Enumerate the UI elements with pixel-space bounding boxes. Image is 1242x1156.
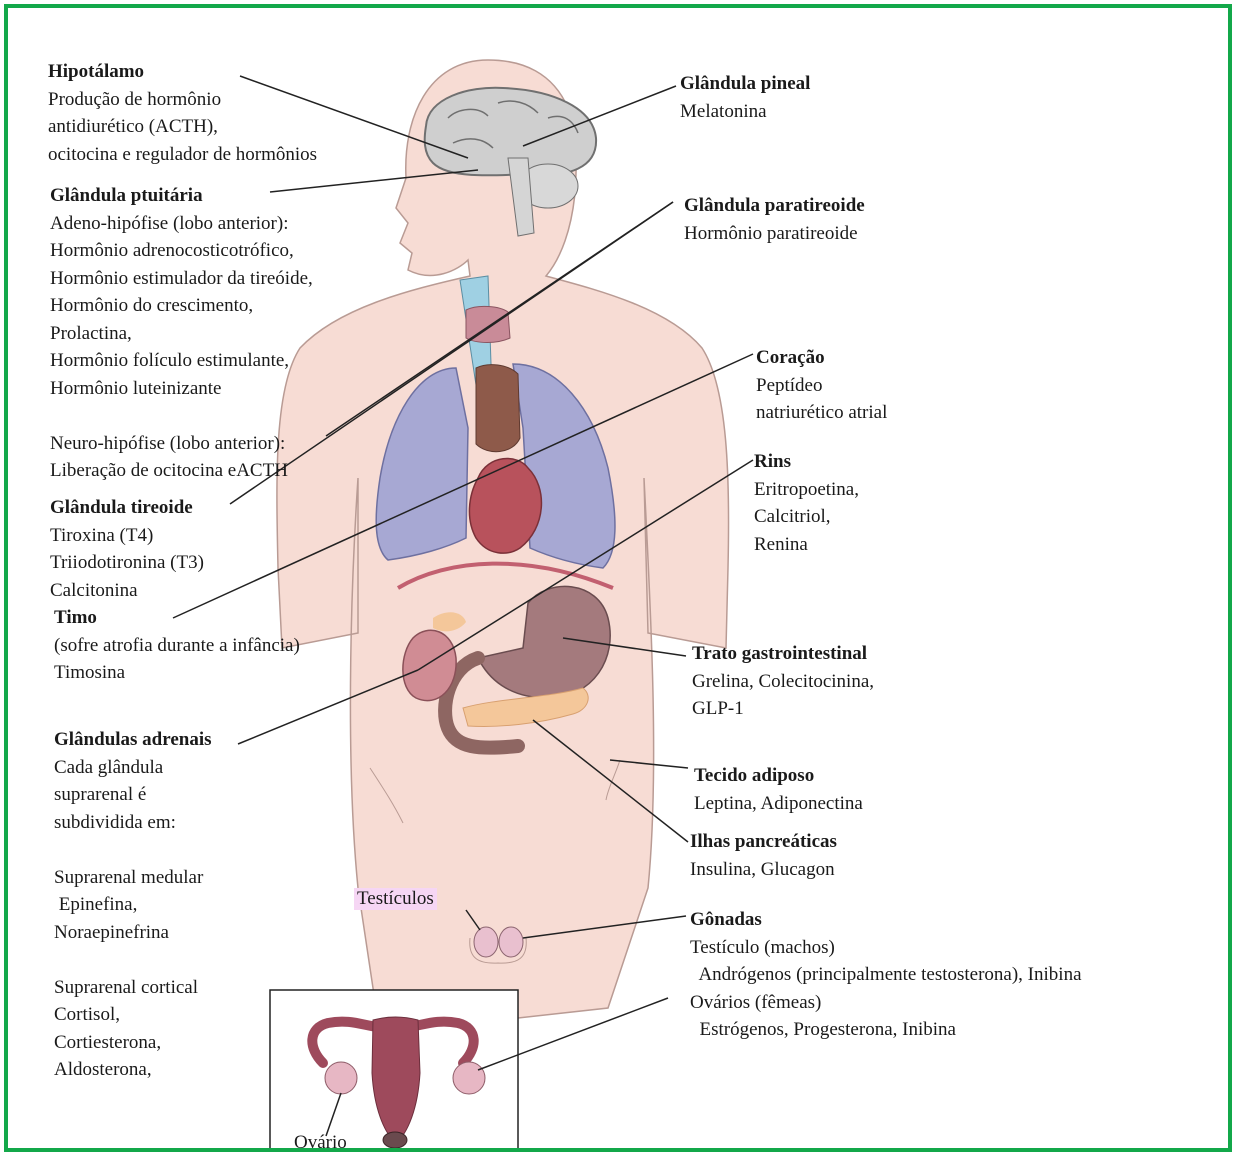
block-rins: Rins Eritropoetina, Calcitriol, Renina: [754, 448, 859, 558]
block-title: Glândula pineal: [680, 70, 810, 98]
block-line: Liberação de ocitocina eACTH: [50, 457, 313, 485]
block-title: Timo: [54, 604, 300, 632]
block-line: Calcitonina: [50, 577, 204, 605]
block-line: Calcitriol,: [754, 503, 859, 531]
block-line: Ovários (fêmeas): [690, 989, 1082, 1017]
block-title: Tecido adiposo: [694, 762, 863, 790]
block-line: Cortiesterona,: [54, 1029, 212, 1057]
block-title: Glândula paratireoide: [684, 192, 865, 220]
block-title: Glândula tireoide: [50, 494, 204, 522]
block-line: Produção de hormônio: [48, 86, 317, 114]
block-coracao: Coração Peptídeo natriurético atrial: [756, 344, 887, 427]
block-ptuitaria: Glândula ptuitária Adeno-hipófise (lobo …: [50, 182, 313, 485]
block-line: Peptídeo: [756, 372, 887, 400]
block-title: Gônadas: [690, 906, 1082, 934]
block-line: Prolactina,: [50, 320, 313, 348]
block-line: Epinefina,: [54, 891, 212, 919]
block-line: Hormônio luteinizante: [50, 375, 313, 403]
block-line: Cada glândula: [54, 754, 212, 782]
block-line: Leptina, Adiponectina: [694, 790, 863, 818]
block-line: Aldosterona,: [54, 1056, 212, 1084]
block-line: suprarenal é: [54, 781, 212, 809]
block-line: Hormônio estimulador da tireóide,: [50, 265, 313, 293]
block-line: Hormônio paratireoide: [684, 220, 865, 248]
kidney: [403, 630, 456, 700]
thyroid: [476, 365, 520, 452]
block-line: [50, 402, 313, 430]
diagram-frame: Hipotálamo Produção de hormônio antidiur…: [4, 4, 1232, 1152]
block-line: Hormônio adrenocosticotrófico,: [50, 237, 313, 265]
block-line: Noraepinefrina: [54, 919, 212, 947]
block-hipotalamo: Hipotálamo Produção de hormônio antidiur…: [48, 58, 317, 168]
block-adrenais: Glândulas adrenais Cada glândula suprare…: [54, 726, 212, 1084]
block-title: Coração: [756, 344, 887, 372]
block-line: natriurético atrial: [756, 399, 887, 427]
block-line: GLP-1: [692, 695, 874, 723]
block-title: Ilhas pancreáticas: [690, 828, 837, 856]
block-line: Estrógenos, Progesterona, Inibina: [690, 1016, 1082, 1044]
block-line: Timosina: [54, 659, 300, 687]
block-line: Testículo (machos): [690, 934, 1082, 962]
block-line: Renina: [754, 531, 859, 559]
block-line: (sofre atrofia durante a infância): [54, 632, 300, 660]
block-title: Trato gastrointestinal: [692, 640, 874, 668]
block-pineal: Glândula pineal Melatonina: [680, 70, 810, 125]
block-gonadas: Gônadas Testículo (machos) Andrógenos (p…: [690, 906, 1082, 1044]
block-line: Triiodotironina (T3): [50, 549, 204, 577]
block-title: Glândula ptuitária: [50, 182, 313, 210]
block-timo: Timo (sofre atrofia durante a infância) …: [54, 604, 300, 687]
block-adiposo: Tecido adiposo Leptina, Adiponectina: [694, 762, 863, 817]
block-title: Rins: [754, 448, 859, 476]
block-title: Hipotálamo: [48, 58, 317, 86]
block-line: Suprarenal cortical: [54, 974, 212, 1002]
block-line: Insulina, Glucagon: [690, 856, 837, 884]
block-line: Eritropoetina,: [754, 476, 859, 504]
block-line: Hormônio do crescimento,: [50, 292, 313, 320]
block-line: Grelina, Colecitocinina,: [692, 668, 874, 696]
block-title: Glândulas adrenais: [54, 726, 212, 754]
block-line: Suprarenal medular: [54, 864, 212, 892]
block-line: Melatonina: [680, 98, 810, 126]
testis-label: Testículos: [354, 888, 437, 910]
block-line: [54, 836, 212, 864]
block-gastrointestinal: Trato gastrointestinal Grelina, Colecito…: [692, 640, 874, 723]
block-line: Neuro-hipófise (lobo anterior):: [50, 430, 313, 458]
block-line: subdividida em:: [54, 809, 212, 837]
block-line: Tiroxina (T4): [50, 522, 204, 550]
block-line: Andrógenos (principalmente testosterona)…: [690, 961, 1082, 989]
block-line: Adeno-hipófise (lobo anterior):: [50, 210, 313, 238]
block-line: Hormônio folículo estimulante,: [50, 347, 313, 375]
block-pancreaticas: Ilhas pancreáticas Insulina, Glucagon: [690, 828, 837, 883]
block-line: ocitocina e regulador de hormônios: [48, 141, 317, 169]
ovary-label: Ovário: [294, 1132, 347, 1152]
block-line: [54, 946, 212, 974]
block-tireoide: Glândula tireoide Tiroxina (T4) Triiodot…: [50, 494, 204, 604]
block-line: Cortisol,: [54, 1001, 212, 1029]
block-paratireoide: Glândula paratireoide Hormônio paratireo…: [684, 192, 865, 247]
block-line: antidiurético (ACTH),: [48, 113, 317, 141]
